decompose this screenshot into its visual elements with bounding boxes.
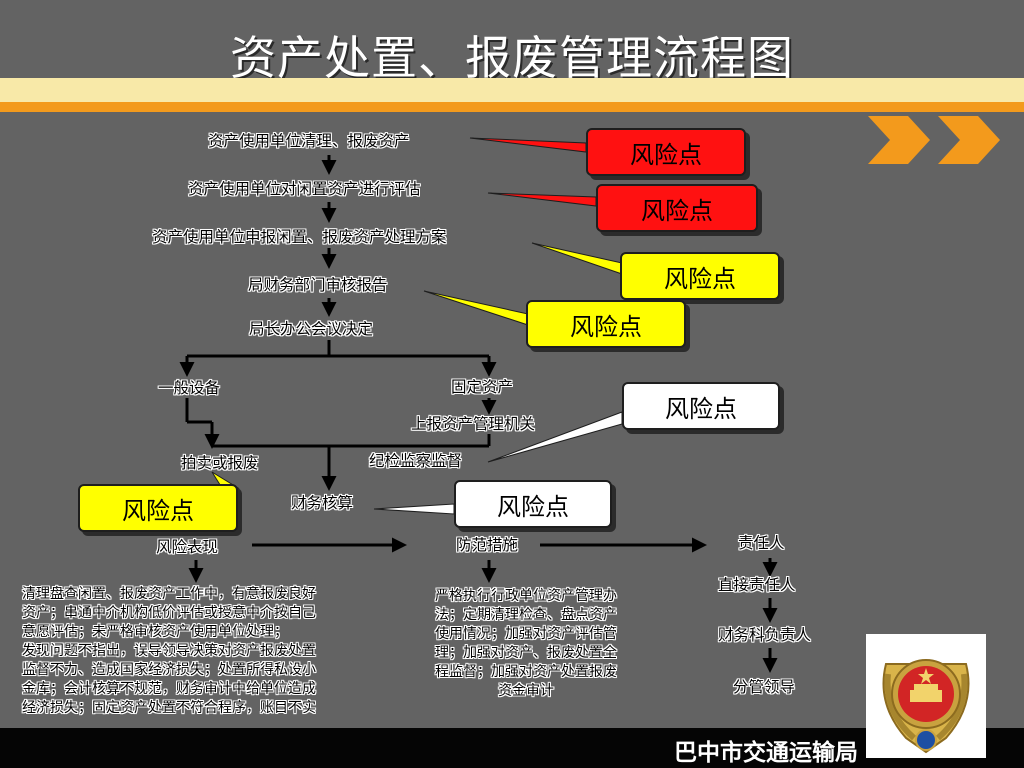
section-responsible: 责任人 — [738, 534, 785, 552]
footer-bar — [0, 728, 1024, 768]
header-band-light — [0, 78, 1024, 102]
person-finance-head: 财务科负责人 — [718, 626, 812, 644]
risk-callout-7: 风险点 — [454, 480, 612, 528]
section-risk-show: 风险表现 — [156, 538, 219, 556]
prevention-description: 严格执行行政单位资产管理办 法；定期清理检查、盘点资产 使用情况；加强对资产评估… — [435, 588, 617, 699]
risk-callout-1: 风险点 — [586, 128, 746, 176]
node-discipline-supervision: 纪检监察监督 — [369, 452, 463, 470]
police-emblem-icon — [866, 634, 986, 758]
node-fixed-assets: 固定资产 — [451, 378, 514, 396]
node-financial-accounting: 财务核算 — [291, 494, 354, 512]
footer-organization: 巴中市交通运输局 — [674, 740, 858, 766]
risk-callout-4: 风险点 — [526, 300, 686, 348]
person-direct: 直接责任人 — [718, 576, 796, 594]
chevron-right-icon — [868, 116, 1000, 164]
risk-callout-3: 风险点 — [620, 252, 780, 300]
node-report-authority: 上报资产管理机关 — [411, 415, 536, 433]
step-clear-assets: 资产使用单位清理、报废资产 — [208, 132, 410, 150]
step-finance-review: 局财务部门审核报告 — [248, 276, 388, 294]
step-director-meeting: 局长办公会议决定 — [249, 320, 374, 338]
section-prevent: 防范措施 — [456, 536, 519, 554]
person-leader: 分管领导 — [733, 678, 796, 696]
header-band-orange — [0, 102, 1024, 112]
step-evaluate-assets: 资产使用单位对闲置资产进行评估 — [188, 180, 421, 198]
page-title: 资产处置、报废管理流程图 — [230, 31, 794, 85]
node-general-equipment: 一般设备 — [158, 379, 221, 397]
risk-callout-2: 风险点 — [596, 184, 758, 232]
risk-callout-5: 风险点 — [622, 382, 780, 430]
risk-callout-6: 风险点 — [78, 484, 238, 532]
risk-description: 清理盘查闲置、报废资产工作中，有意报废良好 资产；串通中介机构低价评估或授意中介… — [22, 586, 316, 716]
node-auction-scrap: 拍卖或报废 — [181, 454, 259, 472]
step-submit-plan: 资产使用单位申报闲置、报废资产处理方案 — [152, 228, 447, 246]
